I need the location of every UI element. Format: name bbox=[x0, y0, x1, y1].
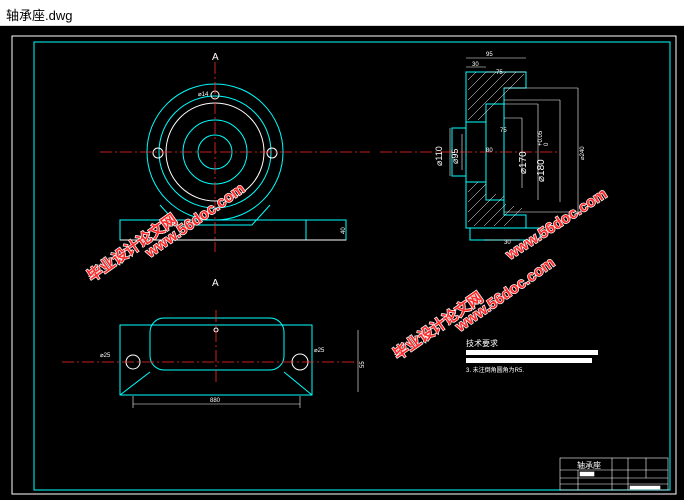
dim-d75: 75 bbox=[496, 70, 503, 76]
dim-d25b: ⌀25 bbox=[314, 348, 325, 354]
plan-dimension-lines bbox=[132, 330, 359, 408]
dim-tol-lower: 0 bbox=[544, 142, 550, 146]
plan-hub-outline bbox=[149, 317, 285, 371]
tech-requirements: 技术要求 3. 未注倒角圆角为R5. bbox=[466, 338, 598, 374]
drawing-svg[interactable]: A ⌀14 40 95 30 bbox=[0, 26, 684, 500]
view-label-bottom: A bbox=[212, 278, 219, 289]
window-title: 轴承座.dwg bbox=[6, 8, 73, 23]
cad-canvas[interactable]: A ⌀14 40 95 30 bbox=[0, 26, 684, 500]
dim-d95b: ⌀95 bbox=[450, 149, 460, 164]
dim-d110: ⌀110 bbox=[434, 146, 444, 166]
dim-d40: 40 bbox=[341, 227, 347, 234]
tech-heading: 技术要求 bbox=[466, 338, 498, 348]
plan-centerlines bbox=[62, 310, 358, 382]
front-view-centerlines bbox=[100, 62, 370, 252]
dim-d30: 30 bbox=[472, 62, 479, 68]
dim-d30b: 30 bbox=[504, 240, 511, 246]
section-hatch bbox=[467, 71, 525, 227]
inner-frame bbox=[33, 41, 671, 491]
outer-frame bbox=[11, 35, 677, 495]
tech-line-1-bar bbox=[466, 350, 598, 355]
bolt-hole-left bbox=[152, 147, 164, 159]
dim-d55: 55 bbox=[360, 361, 366, 368]
title-block bbox=[559, 457, 669, 491]
bolt-hole-right bbox=[266, 147, 278, 159]
base-foot bbox=[305, 219, 347, 241]
plan-web-left bbox=[119, 371, 151, 396]
dim-d95: 95 bbox=[486, 52, 493, 58]
dim-d170: ⌀170 bbox=[518, 151, 529, 174]
dim-d180: ⌀180 bbox=[536, 159, 547, 182]
title-block-name: 轴承座 bbox=[577, 460, 601, 470]
dim-d75b: 75 bbox=[500, 128, 507, 134]
dim-d880: 880 bbox=[210, 398, 221, 404]
view-label-top: A bbox=[212, 52, 219, 63]
dim-d240: ⌀240 bbox=[580, 146, 586, 160]
dim-d80: 80 bbox=[486, 148, 493, 154]
dim-d14: ⌀14 bbox=[198, 92, 209, 98]
dim-tol-upper: +0.05 bbox=[538, 130, 544, 146]
window-titlebar: 轴承座.dwg bbox=[0, 0, 684, 26]
tech-line-2-bar bbox=[466, 358, 592, 363]
watermark-url-3: www.56doc.com bbox=[502, 185, 610, 264]
section-dimension-lines bbox=[449, 57, 579, 241]
front-view bbox=[119, 83, 347, 241]
tech-line-3: 3. 未注倒角圆角为R5. bbox=[466, 366, 524, 374]
plan-web-right bbox=[283, 371, 313, 396]
dim-d25: ⌀25 bbox=[100, 353, 111, 359]
section-flange-upper bbox=[465, 71, 527, 123]
